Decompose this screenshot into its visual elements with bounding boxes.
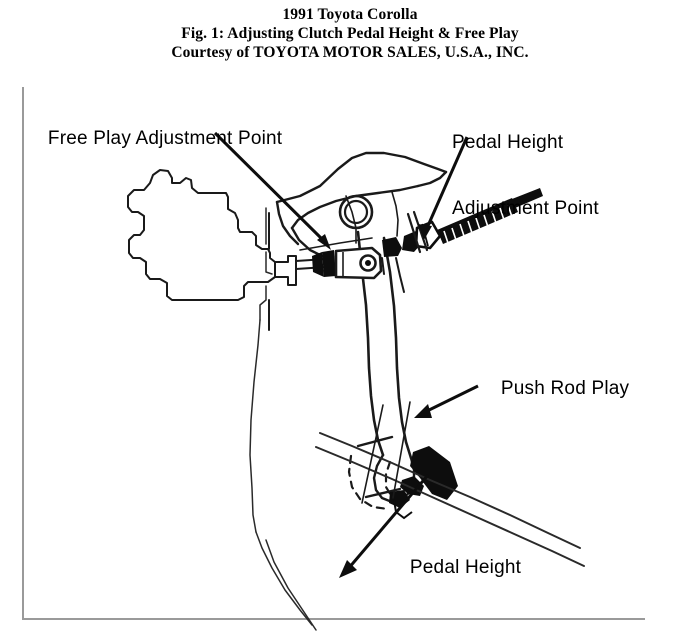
pedal-height-leader — [339, 474, 430, 578]
caption-line-model: 1991 Toyota Corolla — [282, 6, 418, 23]
free-play-leader — [213, 131, 331, 250]
callout-pedal-adj-line1: Pedal Height — [452, 132, 564, 153]
master-cylinder-flange — [268, 212, 297, 331]
callout-free-play-adjustment-point: Free Play Adjustment Point — [26, 106, 282, 172]
pedal-height-adjustment-leader — [418, 136, 469, 240]
figure-caption: 1991 Toyota Corolla Fig. 1: Adjusting Cl… — [0, 0, 700, 62]
callout-pedal-height-adjustment-point: Pedal Height Adjustment Point — [452, 88, 599, 264]
floor-board — [315, 432, 585, 567]
master-cylinder-body — [127, 169, 276, 301]
clevis-lock-nut — [312, 250, 336, 277]
caption-line-figure: Fig. 1: Adjusting Clutch Pedal Height & … — [181, 25, 519, 42]
pedal-return-link — [381, 257, 405, 293]
adjusting-bolt-tip — [512, 188, 543, 208]
pedal-pivot-bolt — [338, 194, 374, 230]
push-rod-play-measure-lines — [361, 401, 411, 504]
pedal-support-bracket — [275, 151, 448, 258]
stopper-bracket-plate — [406, 210, 429, 254]
push-rod-play-leader — [414, 384, 479, 418]
callout-pedal-height-line1: Pedal Height — [409, 557, 522, 578]
callout-pedal-adj-line2: Adjustment Point — [452, 198, 599, 219]
pedal-pad-stopper-detail — [393, 499, 413, 520]
callout-free-play-line1: Free Play Adjustment Point — [47, 128, 283, 149]
callout-push-rod-line1: Push Rod Play — [500, 378, 630, 399]
clevis — [334, 246, 383, 280]
caption-line-courtesy: Courtesy of TOYOTA MOTOR SALES, U.S.A., … — [171, 44, 529, 61]
firewall-outline — [249, 207, 317, 631]
adjusting-bolt-thread-teeth — [443, 204, 513, 244]
callout-pedal-height: Pedal Height — [388, 535, 521, 601]
callout-push-rod-play: Push Rod Play — [479, 356, 629, 422]
